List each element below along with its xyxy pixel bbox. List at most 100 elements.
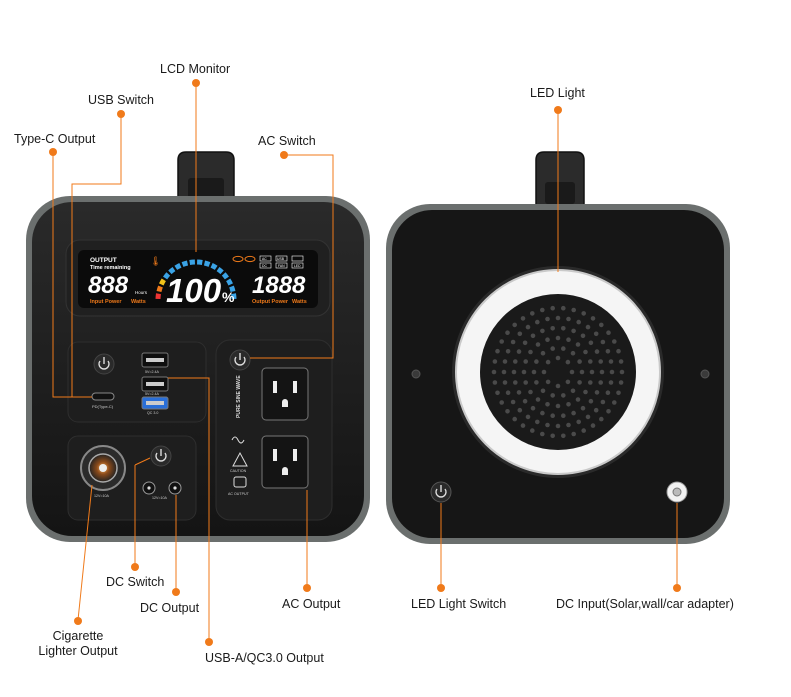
fan-hole (545, 379, 551, 385)
led-light-switch-button[interactable] (430, 481, 452, 503)
fan-hole (540, 410, 545, 416)
fan-hole (499, 400, 505, 405)
svg-text:DC: DC (262, 264, 267, 268)
fan-hole (555, 423, 561, 429)
fan-hole (561, 326, 566, 331)
lcd-status-icons: AC DC USB FAN LED (232, 255, 304, 269)
label-led-light-switch: LED Light Switch (411, 597, 507, 611)
fan-hole (530, 428, 535, 433)
lcd-percent-digits: 100 (166, 272, 222, 309)
fan-hole (612, 400, 617, 405)
lcd-time-remaining: Time remaining (90, 265, 131, 271)
fan-hole (550, 305, 555, 311)
fan-hole (534, 359, 539, 364)
fan-hole (588, 380, 593, 385)
ac-switch-button[interactable] (229, 349, 251, 371)
fan-hole (550, 413, 555, 419)
lcd-arc-segment (159, 278, 166, 286)
fan-hole (511, 369, 517, 375)
ac-outlet-top[interactable] (261, 367, 309, 421)
fan-hole (540, 350, 546, 356)
dc-input-port[interactable] (666, 481, 688, 503)
fan-hole (593, 407, 599, 413)
fan-hole (571, 307, 576, 313)
lcd-arc-segment (189, 259, 196, 265)
fan-hole (521, 369, 527, 375)
fan-hole (491, 369, 497, 375)
fan-hole (555, 315, 561, 321)
fan-hole (523, 380, 528, 385)
fan-hole (609, 369, 615, 375)
fan-hole (606, 409, 611, 414)
lcd-arc-segment (221, 272, 229, 280)
fan-hole (510, 399, 516, 405)
fan-hole (588, 359, 593, 364)
svg-text:AC: AC (262, 257, 267, 261)
cig-rating: 12V=10A (94, 494, 109, 498)
fan-hole (600, 339, 606, 345)
cigarette-lighter-port[interactable] (80, 445, 126, 491)
fan-hole (517, 331, 523, 337)
lcd-arc-segment (174, 263, 182, 270)
fan-hole (501, 369, 507, 375)
fan-hole (577, 359, 582, 364)
qc-rating: QC 3.0 (147, 411, 158, 415)
type-c-port[interactable] (91, 392, 115, 401)
fan-hole (594, 390, 600, 395)
fan-hole (599, 416, 604, 422)
callout-dots (49, 79, 681, 646)
fan-hole (581, 428, 586, 433)
fan-hole (590, 316, 596, 321)
label-ac-switch: AC Switch (258, 134, 316, 148)
fan-hole (530, 405, 536, 411)
thermometer-icon: 🌡 (150, 256, 161, 266)
fan-hole (605, 349, 611, 354)
fan-hole (583, 349, 588, 355)
fan-hole (579, 369, 585, 375)
lcd-output-power: Output Power (252, 299, 289, 305)
lcd-arc-segment (163, 272, 171, 280)
type-c-port-label: PD(Type-C) (92, 404, 114, 409)
fan-hole (588, 398, 594, 404)
fan-hole (583, 389, 588, 395)
fan-hole (585, 414, 591, 420)
fan-hole (565, 379, 571, 385)
label-cigarette-line1: Cigarette (52, 629, 104, 643)
fan-hole (505, 349, 511, 354)
fan-hole (577, 380, 582, 385)
fan-hole (540, 431, 545, 437)
dc-switch-button[interactable] (150, 445, 172, 467)
fan-hole (541, 369, 547, 375)
fan-hole (502, 359, 508, 364)
fan-hole (540, 388, 546, 394)
fan-hole (606, 330, 611, 336)
fan-hole (550, 393, 555, 398)
dc-output-ports[interactable] (142, 481, 182, 495)
fan-hole (616, 390, 621, 396)
label-cigarette-line2: Lighter Output (38, 644, 118, 658)
usb-a-ports[interactable] (141, 352, 169, 410)
fan-hole (535, 342, 541, 347)
usb1-rating: 5V=2.4A (145, 370, 159, 374)
fan-hole (575, 342, 581, 347)
usb-switch-button[interactable] (93, 353, 115, 375)
fan-hole (590, 423, 596, 428)
fan-hole (512, 322, 517, 328)
ac-output-small-label: AC OUTPUT (228, 492, 250, 496)
fan-hole (528, 349, 533, 355)
fan-hole (530, 333, 536, 339)
fan-hole (495, 390, 500, 396)
fan-hole (561, 346, 566, 351)
fan-grille (491, 305, 625, 439)
lcd-arc-segment (226, 278, 233, 286)
fan-hole (612, 339, 617, 344)
ac-outlet-bottom[interactable] (261, 435, 309, 489)
fan-hole (516, 349, 522, 354)
fan-hole (585, 324, 591, 330)
fan-hole (495, 348, 500, 354)
svg-text:USB: USB (277, 257, 285, 261)
lcd-arc-segment (196, 259, 203, 265)
fan-hole (545, 337, 550, 343)
fan-hole (555, 355, 561, 361)
lcd-arc-segment (181, 260, 189, 267)
